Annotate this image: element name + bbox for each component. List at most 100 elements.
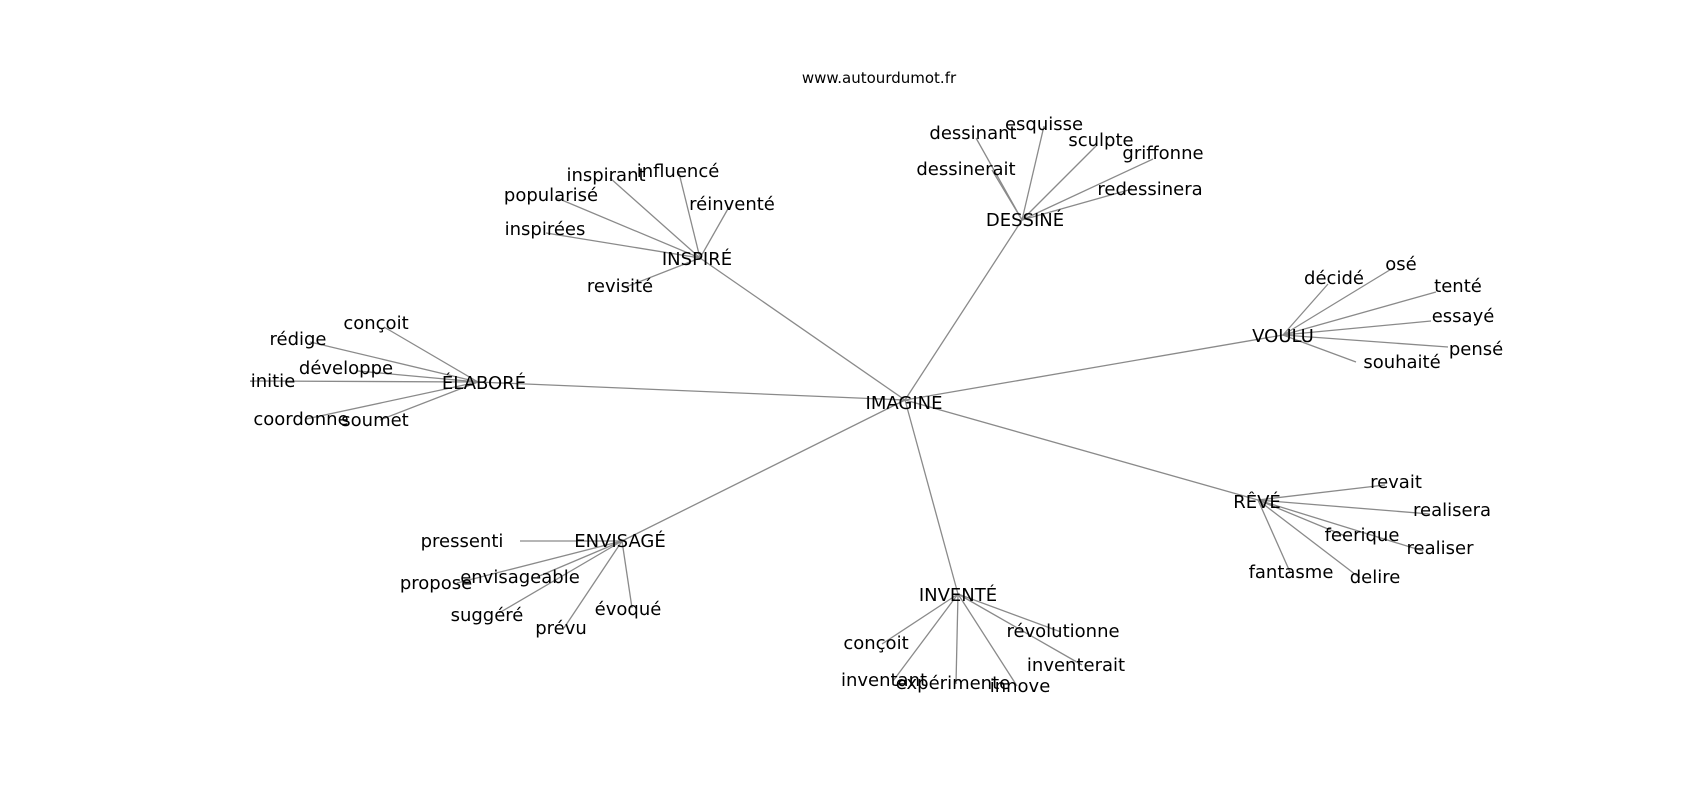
edge-line xyxy=(955,593,959,685)
hub-node: INVENTÉ xyxy=(919,584,997,606)
leaf-node: expérimente xyxy=(896,673,1010,694)
edge-line xyxy=(699,206,730,259)
edge-line xyxy=(1257,499,1361,579)
leaf-node: décidé xyxy=(1304,268,1364,289)
edge-line xyxy=(904,219,1023,401)
edge-line xyxy=(957,593,1083,666)
edge-line xyxy=(379,381,479,421)
leaf-node: innove xyxy=(990,676,1051,697)
hub-node: ÉLABORÉ xyxy=(442,372,526,394)
edge-line xyxy=(1282,334,1357,363)
leaf-node: suggéré xyxy=(451,605,524,626)
leaf-node: propose xyxy=(400,573,472,594)
leaf-node: griffonne xyxy=(1122,143,1203,164)
edge-line xyxy=(609,177,701,259)
leaf-node: soumet xyxy=(341,410,408,431)
cluster-voulu: VOULU décidé osé tenté essayé pensé souh… xyxy=(1252,254,1503,373)
edge-line xyxy=(536,540,623,578)
leaf-node: initie xyxy=(251,371,296,392)
leaf-node: tenté xyxy=(1434,276,1482,297)
leaf-node: inspirées xyxy=(505,219,586,240)
edge-line xyxy=(357,370,479,383)
edge-line xyxy=(1282,283,1329,336)
edge-line xyxy=(621,540,633,609)
edge-line xyxy=(1282,267,1394,336)
edge-line xyxy=(1282,320,1432,336)
leaf-node: conçoit xyxy=(843,633,908,654)
source-label: www.autourdumot.fr xyxy=(802,69,957,87)
leaf-node: évoqué xyxy=(595,599,662,620)
leaf-node: inventant xyxy=(841,670,927,691)
edge-line xyxy=(1021,158,1154,221)
edge-line xyxy=(621,399,906,542)
edge-line xyxy=(991,169,1023,221)
leaf-node: influencé xyxy=(637,161,720,182)
leaf-node: prévu xyxy=(535,618,587,639)
edge-line xyxy=(678,172,701,259)
edge-line xyxy=(309,341,479,383)
edge-line xyxy=(249,380,479,383)
edge-line xyxy=(881,593,959,645)
leaf-node: dessinerait xyxy=(916,159,1015,180)
leaf-node: envisageable xyxy=(460,567,580,588)
leaf-node: osé xyxy=(1385,254,1416,275)
hub-node: DESSINÉ xyxy=(986,209,1064,231)
leaf-node: revait xyxy=(1370,472,1422,493)
edge-line xyxy=(1257,499,1291,573)
edge-line xyxy=(892,593,959,682)
hub-node: RÊVÉ xyxy=(1233,491,1281,513)
leaf-node: pensé xyxy=(1449,339,1503,360)
leaf-node: souhaité xyxy=(1363,352,1440,373)
hub-node: VOULU xyxy=(1252,326,1314,347)
edges-layer xyxy=(249,125,1449,687)
cluster-invente: INVENTÉ conçoit révolutionne inventerait… xyxy=(841,584,1125,697)
leaf-node: développe xyxy=(299,358,393,379)
leaf-node: fantasme xyxy=(1249,562,1334,583)
leaf-node: révolutionne xyxy=(1006,621,1119,642)
leaf-node: essayé xyxy=(1432,306,1495,327)
leaf-node: delire xyxy=(1350,567,1401,588)
leaf-node: inventerait xyxy=(1027,655,1125,676)
leaf-node: feerique xyxy=(1325,525,1400,546)
leaf-node: realisera xyxy=(1413,500,1491,521)
hub-node: ENVISAGÉ xyxy=(574,530,666,552)
cluster-dessine: DESSINÉ dessinant esquisse sculpte griff… xyxy=(916,114,1203,231)
leaf-node: redessinera xyxy=(1097,179,1202,200)
leaf-node: dessinant xyxy=(929,123,1016,144)
edge-line xyxy=(1021,188,1133,221)
leaf-node: esquisse xyxy=(1005,114,1083,135)
edge-line xyxy=(904,399,1259,501)
edge-line xyxy=(456,540,623,584)
edge-line xyxy=(625,257,701,288)
leaf-node: realiser xyxy=(1407,538,1475,559)
edge-line xyxy=(904,334,1284,401)
edge-line xyxy=(1257,484,1386,501)
leaf-node: popularisé xyxy=(504,185,598,206)
edge-line xyxy=(1282,291,1437,336)
edge-line xyxy=(1257,499,1424,552)
leaf-node: coordonne xyxy=(253,409,348,430)
edge-line xyxy=(904,399,959,595)
leaf-node: revisité xyxy=(587,276,653,297)
edge-line xyxy=(957,593,1018,687)
cluster-inspire: INSPIRÉ inspirant influencé popularisé r… xyxy=(504,161,775,297)
leaf-node: conçoit xyxy=(343,313,408,334)
leaf-node: pressenti xyxy=(421,531,504,552)
edge-line xyxy=(699,257,906,401)
edge-line xyxy=(383,326,479,383)
edge-line xyxy=(498,540,623,614)
cluster-envisage: ENVISAGÉ pressenti propose envisageable … xyxy=(400,530,666,639)
edge-line xyxy=(563,540,623,629)
edge-line xyxy=(957,593,1062,633)
edge-line xyxy=(556,197,701,259)
edge-line xyxy=(1021,125,1045,221)
edge-line xyxy=(1257,499,1346,537)
edge-line xyxy=(1021,144,1098,221)
edge-line xyxy=(1282,334,1449,348)
hub-node: INSPIRÉ xyxy=(662,248,732,270)
center-node: IMAGINE xyxy=(866,393,943,414)
cluster-elabore: ÉLABORÉ conçoit rédige développe initie … xyxy=(251,313,526,431)
cluster-reve: RÊVÉ revait realisera feerique realiser … xyxy=(1233,472,1491,588)
leaf-node: réinventé xyxy=(689,194,775,215)
